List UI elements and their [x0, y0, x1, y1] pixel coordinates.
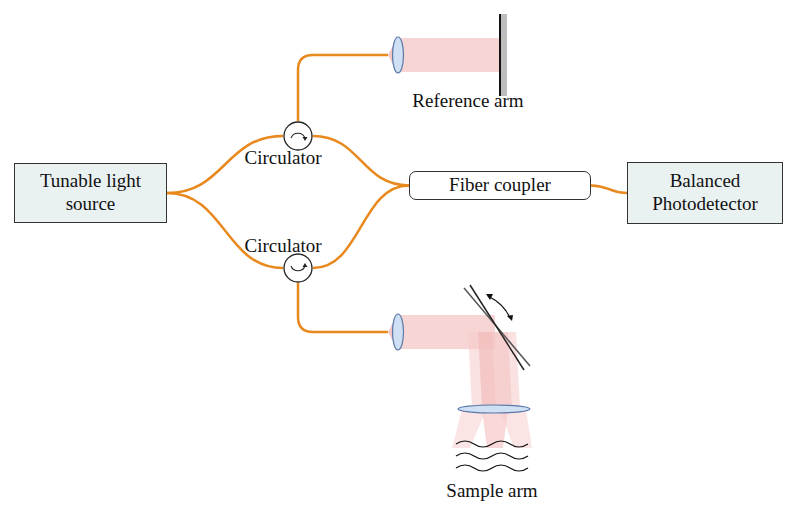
fiber-connection	[313, 136, 409, 185]
sample-fiber	[298, 283, 388, 332]
mirror-surface	[499, 14, 501, 96]
circulator-outline	[283, 121, 313, 151]
node-label: Fiber coupler	[449, 174, 551, 197]
reference-mirror	[500, 14, 507, 96]
objective-lens	[458, 405, 530, 413]
reference-lens	[393, 37, 404, 73]
node-label: Circulator	[244, 147, 321, 169]
focused-beam	[452, 410, 486, 448]
coupler-box: Fiber coupler	[409, 171, 591, 200]
scan-arrowhead	[507, 315, 513, 321]
fiber-connection	[313, 185, 409, 268]
fiber-connection	[591, 185, 627, 193]
device-box: Balanced Photodetector	[627, 162, 783, 224]
arm-label: Reference arm	[412, 90, 523, 112]
scan-arrowhead	[486, 294, 493, 300]
circulator-symbol: Circulator	[283, 253, 313, 283]
scan-beam	[492, 332, 520, 408]
node-label: Circulator	[244, 235, 321, 257]
node-label: Tunable light source	[23, 170, 158, 216]
galvo-mirror	[470, 285, 524, 370]
sample-surface	[456, 465, 528, 471]
sample-surface	[456, 441, 528, 447]
scan-arrow	[488, 296, 510, 318]
focused-beam	[500, 410, 532, 448]
reference-beam	[397, 38, 499, 72]
fiber-connection	[167, 193, 283, 268]
fiber-connector	[313, 136, 409, 185]
fiber-connector	[313, 185, 409, 268]
fiber-connector	[591, 185, 627, 193]
reference-fiber	[298, 55, 388, 121]
circulator-symbol: Circulator	[283, 121, 313, 151]
sample-surface	[456, 453, 528, 459]
sample-lens	[393, 314, 404, 350]
device-box: Tunable light source	[14, 163, 167, 223]
circulator-outline	[283, 253, 313, 283]
arm-label: Sample arm	[446, 480, 537, 502]
fiber-connector	[167, 193, 283, 268]
node-label: Balanced Photodetector	[636, 170, 774, 216]
